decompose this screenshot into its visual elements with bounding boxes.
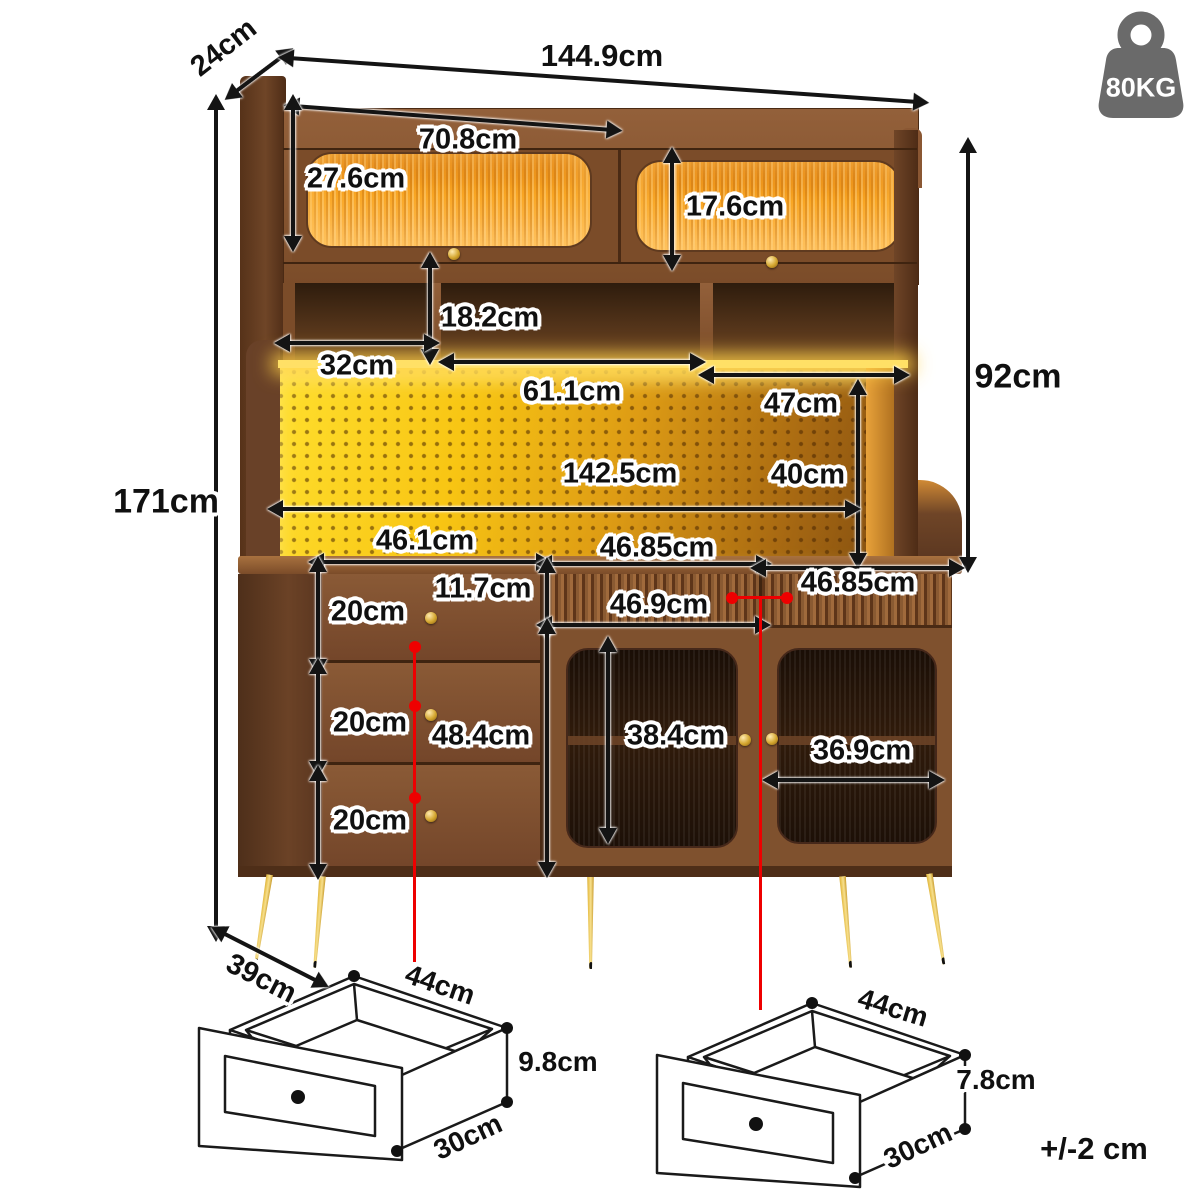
weight-capacity-label: 80KG: [1105, 72, 1177, 103]
hutch-right-side-panel: [894, 130, 918, 559]
dim-shelf-height-arrow: [421, 252, 439, 365]
glass-door-left-pane: [566, 648, 738, 848]
glass-door-right-knob: [766, 733, 778, 745]
cabinet-base-edge: [238, 866, 952, 877]
dim-total-height: 171cm: [113, 482, 219, 521]
dim-shelf-left-width-arrow: [274, 334, 440, 352]
glass-door-right-shelf-line: [779, 736, 935, 745]
hutch-left-door-glass: [306, 152, 592, 248]
dim-hutch-right-door-height-arrow: [663, 147, 681, 271]
drawer-sketches: [197, 970, 973, 1189]
callout-dot: [781, 592, 793, 604]
dim-shelf-right-width-arrow: [698, 366, 910, 384]
dim-drawer1-height-arrow: [309, 556, 327, 675]
dim-shelf-mid-width: 61.1cm: [522, 375, 622, 408]
drawer-3-knob: [425, 810, 437, 822]
dim-right-glass-width-arrow: [762, 771, 945, 789]
dim-drawer-col-width: 46.1cm: [375, 524, 475, 557]
dim-drawer2-height-arrow: [309, 658, 327, 777]
right-side-wing: [918, 480, 962, 564]
weight-kettlebell-icon: [1098, 11, 1184, 118]
drawer-front-1: [322, 574, 540, 663]
dim-right-glass-width: 36.9cm: [812, 734, 912, 767]
callout-line-left-drawer: [413, 646, 416, 962]
dim-drawer3-height: 20cm: [332, 804, 408, 837]
dim-hutch-height: 92cm: [974, 357, 1062, 396]
dim-pegboard-width-arrow: [267, 500, 861, 518]
hutch-right-door: [621, 150, 906, 262]
dim-shelf-height: 18.2cm: [440, 301, 540, 334]
callout-dot: [409, 641, 421, 653]
dim-door-section-height: 48.4cm: [431, 719, 531, 752]
dim-pegboard-height-arrow: [849, 379, 867, 569]
glass-door-left: [546, 628, 760, 866]
pegboard-panel: [278, 368, 908, 559]
glass-door-right: [760, 628, 952, 866]
dim-door-section-height-arrow: [538, 618, 556, 878]
dim-hutch-door-width: 70.8cm: [418, 123, 518, 156]
drawer-left-height: 9.8cm: [518, 1046, 598, 1077]
dim-pegboard-height: 40cm: [770, 458, 846, 491]
leg: [587, 877, 594, 969]
cubby-shelf-row: [283, 283, 917, 362]
dim-shelf-right-width: 47cm: [763, 387, 839, 420]
dim-drawer-col-width-arrow: [308, 553, 552, 571]
dim-left-glass-height-arrow: [599, 636, 617, 844]
hutch-left-door: [292, 150, 621, 262]
dim-depth-top: 24cm: [184, 12, 263, 84]
dim-shelf-mid-width-arrow: [438, 353, 706, 371]
dim-left-glass-height: 38.4cm: [626, 719, 726, 752]
dim-mid-drawer-width: 46.9cm: [609, 588, 709, 621]
dim-hutch-left-door-height-arrow: [284, 94, 302, 252]
weight-capacity-badge: 80KG: [1086, 8, 1196, 124]
dim-shelf-left-width: 32cm: [319, 349, 395, 382]
callout-dot: [726, 592, 738, 604]
dim-hutch-height-arrow: [959, 137, 977, 573]
dim-right-section-width-arrow: [750, 559, 965, 577]
dim-hutch-left-door-height: 27.6cm: [306, 162, 406, 195]
cubby-divider-right: [700, 283, 713, 362]
dim-pegboard-width: 142.5cm: [562, 457, 678, 490]
hutch-left-door-keyhole: [448, 248, 460, 260]
hutch-right-door-keyhole: [766, 256, 778, 268]
callout-line-fluted-drawer-h: [731, 596, 788, 599]
drawer-1-knob: [425, 612, 437, 624]
drawer-right-height: 7.8cm: [956, 1064, 1036, 1095]
drawer-2-knob: [425, 709, 437, 721]
dim-mid-section-width: 46.85cm: [599, 531, 715, 564]
left-side-wing: [246, 340, 280, 562]
pegboard-right-lit-side: [866, 368, 894, 559]
glass-door-right-pane: [777, 648, 937, 844]
callout-dot: [409, 792, 421, 804]
dim-drawer1-height: 20cm: [330, 595, 406, 628]
led-strip: [278, 360, 908, 368]
lower-cabinet-left-side: [238, 574, 322, 868]
dim-width-overall: 144.9cm: [540, 38, 664, 73]
dim-drawer2-height: 20cm: [332, 706, 408, 739]
dim-top-drawer-height: 11.7cm: [434, 572, 532, 605]
glass-door-left-knob: [739, 734, 751, 746]
dim-mid-drawer-width-arrow: [536, 616, 771, 634]
dim-hutch-right-door-height: 17.6cm: [685, 190, 785, 223]
callout-line-right-drawer-v: [759, 598, 762, 1010]
glass-door-left-shelf-line: [568, 736, 736, 745]
callout-dot: [409, 700, 421, 712]
tolerance-note: +/-2 cm: [1040, 1131, 1148, 1166]
dim-drawer3-height-arrow: [309, 765, 327, 880]
dim-right-section-width: 46.85cm: [800, 566, 916, 599]
